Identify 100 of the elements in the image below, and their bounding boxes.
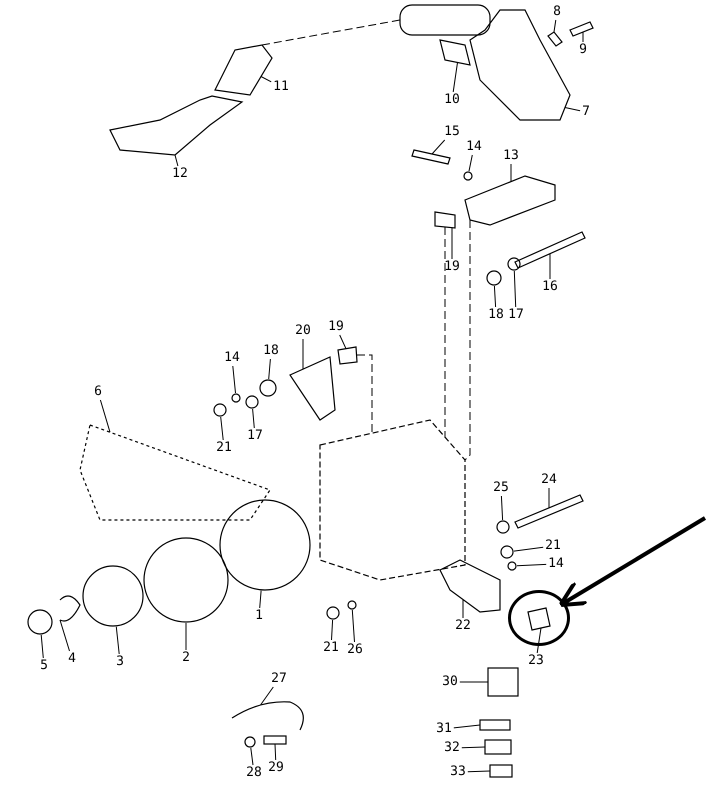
- clip-drawing: [507, 561, 517, 571]
- leader-line: [116, 626, 120, 654]
- leader-line: [100, 400, 110, 433]
- clip-drawing: [547, 31, 563, 47]
- callout-number: 1: [254, 609, 264, 623]
- fan-drawing: [219, 499, 311, 591]
- washer-drawing: [245, 395, 259, 409]
- bracket-drawing: [289, 356, 336, 421]
- hose-drawing: [399, 4, 491, 36]
- terminal-drawing: [484, 739, 512, 755]
- clip-drawing: [231, 393, 241, 403]
- callout-number: 4: [67, 652, 77, 666]
- spacer-drawing: [434, 211, 456, 229]
- leader-line: [461, 746, 486, 748]
- callout-number: 5: [39, 659, 49, 673]
- leader-line: [453, 724, 480, 728]
- callout-number: 23: [527, 654, 545, 668]
- leader-line: [268, 358, 271, 380]
- leader-line: [260, 76, 272, 82]
- leader-line: [352, 610, 355, 642]
- callout-number: 29: [267, 761, 285, 775]
- callout-number: 32: [443, 741, 461, 755]
- callout-number: 10: [443, 93, 461, 107]
- callout-number: 15: [443, 125, 461, 139]
- callout-number: 21: [215, 441, 233, 455]
- callout-number: 11: [272, 80, 290, 94]
- leader-line: [259, 590, 262, 608]
- leader-line: [513, 546, 544, 552]
- air-duct-drawing: [109, 95, 244, 156]
- clip-drawing: [463, 171, 473, 181]
- leader-line: [510, 164, 512, 182]
- leader-line: [467, 770, 490, 772]
- callout-number: 12: [171, 167, 189, 181]
- bracket-drawing: [464, 175, 556, 226]
- leader-line: [40, 634, 44, 658]
- callout-number: 2: [181, 651, 191, 665]
- callout-number: 14: [547, 557, 565, 571]
- callout-number: 14: [223, 351, 241, 365]
- callout-number: 19: [443, 260, 461, 274]
- leader-line: [452, 62, 458, 92]
- bolt-drawing: [514, 231, 586, 269]
- nut-drawing: [500, 545, 514, 559]
- leader-line: [302, 338, 304, 370]
- bolt-drawing: [514, 494, 584, 529]
- dashed-guide-line: [464, 220, 470, 460]
- leader-line: [250, 748, 254, 766]
- callout-number: 26: [346, 643, 364, 657]
- callout-number: 28: [245, 766, 263, 780]
- callout-number: 30: [441, 675, 459, 689]
- nut-drawing: [326, 606, 340, 620]
- leader-line: [494, 286, 496, 308]
- callout-number: 21: [322, 641, 340, 655]
- leader-line: [468, 154, 473, 172]
- leader-line: [548, 488, 550, 508]
- callout-number: 19: [327, 320, 345, 334]
- bolt-drawing: [569, 21, 594, 37]
- nut-drawing: [259, 379, 277, 397]
- terminal-drawing: [489, 764, 513, 778]
- callout-number: 17: [246, 429, 264, 443]
- callout-number: 3: [115, 655, 125, 669]
- leader-line: [339, 334, 346, 350]
- callout-number: 18: [487, 308, 505, 322]
- leader-line: [536, 628, 542, 654]
- callout-number: 27: [270, 672, 288, 686]
- bolt-drawing: [411, 149, 451, 165]
- callout-number: 16: [541, 280, 559, 294]
- nut-drawing: [213, 403, 227, 417]
- callout-number: 6: [93, 385, 103, 399]
- leader-line: [232, 366, 236, 394]
- callout-number: 13: [502, 149, 520, 163]
- callout-number: 24: [540, 473, 558, 487]
- cable-drawing: [232, 701, 304, 730]
- nut-drawing: [27, 609, 53, 635]
- terminal-drawing: [479, 719, 511, 731]
- connector-drawing: [487, 667, 519, 697]
- leader-line: [174, 154, 178, 166]
- callout-number: 8: [552, 5, 562, 19]
- corrugated-hose-drawing: [214, 44, 273, 96]
- callout-number: 22: [454, 619, 472, 633]
- alternator-housing-drawing: [319, 419, 466, 581]
- bracket-drawing: [439, 559, 501, 613]
- clip-drawing: [347, 600, 357, 610]
- callout-number: 25: [492, 481, 510, 495]
- ring-drawing: [60, 595, 81, 622]
- leader-line: [274, 744, 276, 760]
- callout-number: 9: [578, 43, 588, 57]
- callout-number: 33: [449, 765, 467, 779]
- washer-drawing: [496, 520, 510, 534]
- leader-line: [60, 620, 70, 652]
- leader-line: [252, 408, 255, 428]
- ring-drawing: [244, 736, 256, 748]
- callout-number: 20: [294, 324, 312, 338]
- callout-number: 21: [544, 539, 562, 553]
- dashed-guide-line: [444, 226, 446, 438]
- spacer-drawing: [337, 346, 358, 365]
- belt-drawing: [79, 424, 271, 521]
- leader-line: [514, 270, 516, 308]
- dashed-guide-line: [262, 20, 400, 46]
- nut-drawing: [486, 270, 502, 286]
- dashed-guide-line: [356, 354, 372, 434]
